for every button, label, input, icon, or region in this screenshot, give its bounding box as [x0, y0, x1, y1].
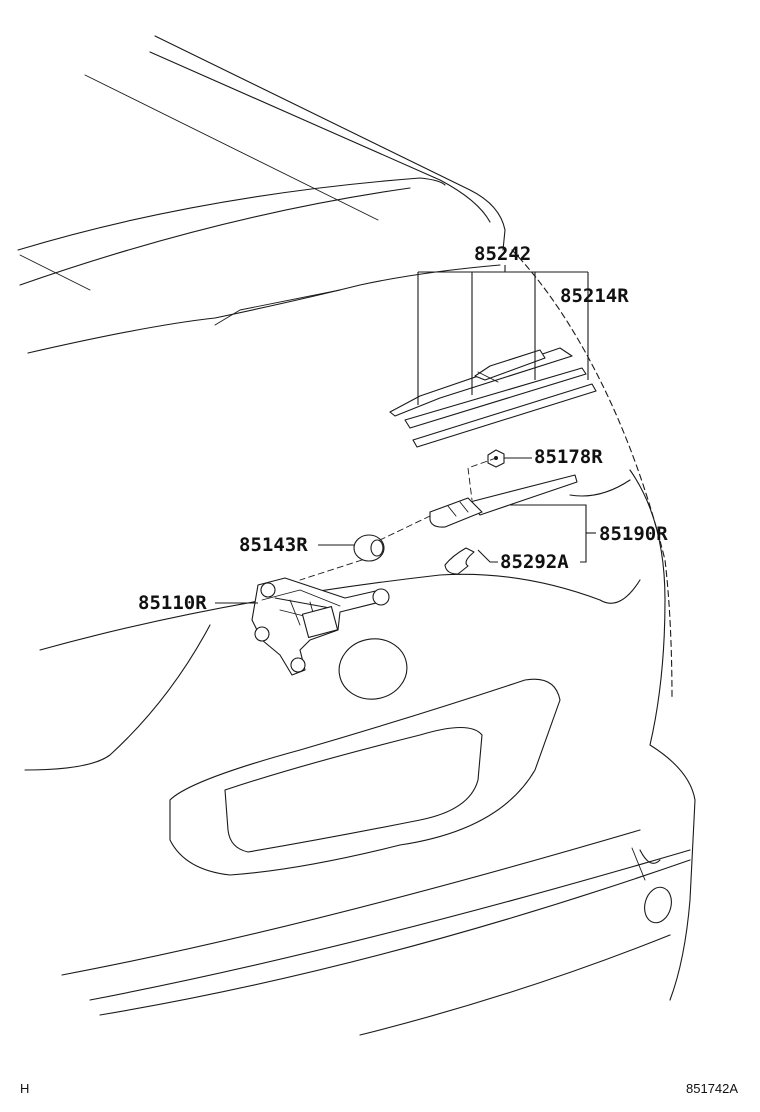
nut: [487, 449, 505, 468]
vehicle-body-outline: [17, 35, 696, 1036]
footer-left-code: H: [20, 1081, 29, 1096]
label-85190r: 85190R: [599, 523, 668, 545]
arm-cover: [444, 547, 475, 575]
label-85110r: 85110R: [138, 592, 207, 614]
label-85292a: 85292A: [500, 551, 569, 573]
assembly-lines: [299, 457, 497, 581]
wiper-blade-assembly: [389, 347, 597, 448]
label-85143r: 85143R: [239, 534, 308, 556]
part-labels: 85242 85214R 85178R 85190R 85143R 85292A…: [138, 243, 668, 614]
label-85178r: 85178R: [534, 446, 603, 468]
diagram-reference-number: 851742A: [686, 1081, 738, 1096]
label-85214r: 85214R: [560, 285, 629, 307]
wiper-motor: [251, 577, 390, 676]
wiper-arm: [429, 474, 578, 528]
label-85242: 85242: [474, 243, 531, 265]
cap: [353, 534, 385, 562]
leader-lines: [215, 265, 596, 604]
